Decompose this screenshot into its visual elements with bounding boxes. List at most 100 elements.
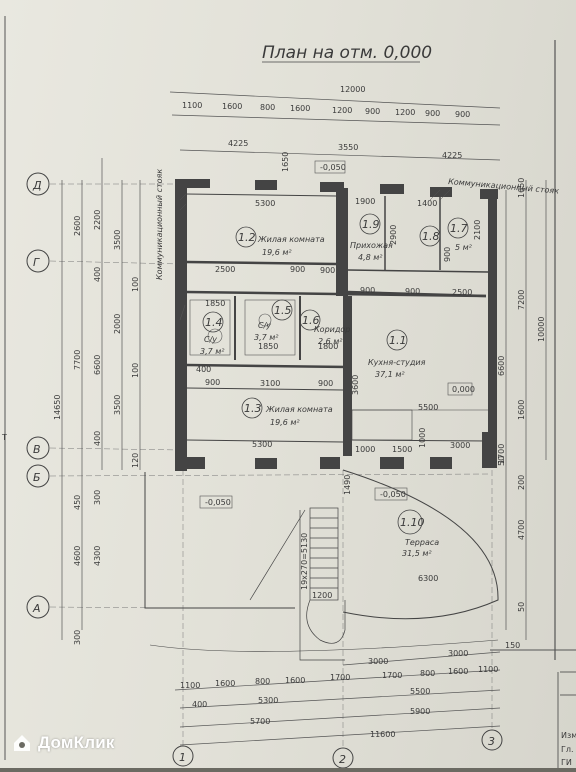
left-col1-dims: 2600 7700 450 4600 300 (73, 216, 82, 645)
inner-dim: 900 (405, 287, 420, 296)
axis-letter: Д (32, 179, 42, 192)
inner-dim: 1800 (318, 342, 338, 351)
inner-dim: 3600 (351, 375, 360, 395)
axis-letter: Б (33, 471, 41, 484)
room-number: 1.6 (302, 314, 320, 327)
inner-dim: 1000 (418, 428, 427, 448)
bottom-dim: 1100 (478, 665, 498, 674)
inner-dims: 5300 2500 900 900 1900 1400 1850 1850 90… (196, 197, 482, 600)
title-block-cell: ГИ (561, 758, 572, 767)
sheet-frame (4, 16, 576, 760)
bottom-upper-dim: 3000 (448, 649, 468, 658)
inner-dim: 2500 (215, 265, 235, 274)
room-name: Терраса (405, 538, 439, 547)
bottom-upper-dim: 150 (505, 641, 520, 650)
shaft-hatching (179, 189, 451, 211)
room-number: 1.4 (205, 316, 223, 329)
right-dim: 1600 (517, 400, 526, 420)
inner-dim: 1400 (417, 199, 437, 208)
level-mark: -0,050 (380, 490, 406, 499)
title-block-cell: Изм (561, 731, 576, 740)
room-area: 31,5 м² (402, 549, 432, 558)
left-dim: 6600 (93, 355, 102, 375)
bottom-dim: 5500 (410, 687, 430, 696)
top-dim: 1600 (222, 102, 242, 111)
top-overall-dim: 12000 (340, 85, 365, 94)
left-dim: 2200 (93, 210, 102, 230)
level-mark: -0,050 (320, 163, 346, 172)
room-name: Жилая комната (265, 405, 333, 414)
inner-dim: 5500 (418, 403, 438, 412)
bottom-upper-dim: 3000 (368, 657, 388, 666)
left-col2-dims: 2200 400 6600 400 300 4300 (93, 210, 102, 566)
top-second-dim: 3550 (338, 143, 358, 152)
left-dim: 7700 (73, 350, 82, 370)
right-dim: 50 (517, 602, 526, 612)
right-dimension-lines (505, 180, 547, 640)
room-number: 1.5 (274, 304, 292, 317)
right-dim: 1700 (497, 444, 506, 464)
inner-dim: 1500 (392, 445, 412, 454)
terrace-stairs (249, 507, 346, 661)
bottom-dim: 400 (192, 700, 207, 709)
plan-title: План на отм. 0,000 (262, 43, 432, 63)
left-overall-dim: 14650 (53, 395, 62, 420)
bottom-dim: 1700 (330, 673, 350, 682)
axis-letter: А (32, 602, 41, 615)
room-number: 1.7 (450, 222, 468, 235)
top-second-dim: 4225 (442, 151, 462, 160)
right-dim: 6600 (497, 356, 506, 376)
shaft-label: Коммуникационный стояк (448, 177, 560, 196)
inner-dim: 1490 (343, 475, 352, 495)
top-dim: 800 (260, 103, 275, 112)
title-block: Изм Гл. ГИ (557, 671, 576, 768)
bottom-dim: 5300 (258, 696, 278, 705)
left-dim: 100 (131, 363, 140, 378)
left-dim: 300 (93, 490, 102, 505)
bottom-dim: 1700 (382, 671, 402, 680)
inner-dim: 900 (205, 378, 220, 387)
room-name: Коридор (314, 325, 350, 334)
inner-dim: 2100 (473, 220, 482, 240)
room-name: С/у (204, 335, 217, 344)
right-dim: 4700 (517, 520, 526, 540)
axis-markers-letters: Д Г В Б А (26, 172, 50, 619)
axis-number: 2 (339, 753, 346, 766)
left-col3-dims: 3500 2000 3500 (113, 230, 122, 415)
inner-dim: 2900 (389, 225, 398, 245)
room-area: 37,1 м² (375, 370, 405, 379)
inner-dim: 3000 (450, 441, 470, 450)
watermark-text: ДомКлик (38, 733, 115, 752)
left-dim: 4600 (73, 546, 82, 566)
right-overall-dim: 10000 (537, 317, 546, 342)
top-dim: 1200 (332, 106, 352, 115)
top-dim: 1100 (182, 101, 202, 110)
bottom-dim: 1600 (215, 679, 235, 688)
left-col4-dims: 100 100 120 (131, 277, 140, 468)
room-number: 1.2 (238, 231, 256, 244)
axis-markers-numbers: 1 2 3 (172, 729, 503, 769)
left-dimension-lines (61, 158, 141, 640)
bottom-dim: 800 (255, 677, 270, 686)
room-labels: 1.2 Жилая комната 19,6 м² 1.9 Прихожая 4… (200, 213, 475, 558)
inner-dim: 6300 (418, 574, 438, 583)
room-area: 2,6 м² (318, 337, 343, 346)
bottom-dim: 1600 (285, 676, 305, 685)
room-number: 1.8 (422, 230, 440, 243)
room-area: 19,6 м² (262, 248, 292, 257)
interior-walls (185, 188, 489, 456)
bathroom-fixtures (179, 299, 296, 356)
room-number: 1.10 (400, 516, 425, 529)
inner-dim: 400 (196, 365, 211, 374)
top-dim: 900 (425, 109, 440, 118)
right-dim: 7200 (517, 290, 526, 310)
bottom-dim: 5700 (250, 717, 270, 726)
top-chain-dims: 1100 1600 800 1600 1200 900 1200 900 900 (182, 101, 470, 119)
left-dim: 3500 (113, 230, 122, 250)
axis-edge-mark: T (1, 433, 7, 442)
top-dim: 900 (455, 110, 470, 119)
right-dim: 200 (517, 475, 526, 490)
room-number: 1.3 (244, 402, 262, 415)
inner-dim: 5300 (252, 440, 272, 449)
